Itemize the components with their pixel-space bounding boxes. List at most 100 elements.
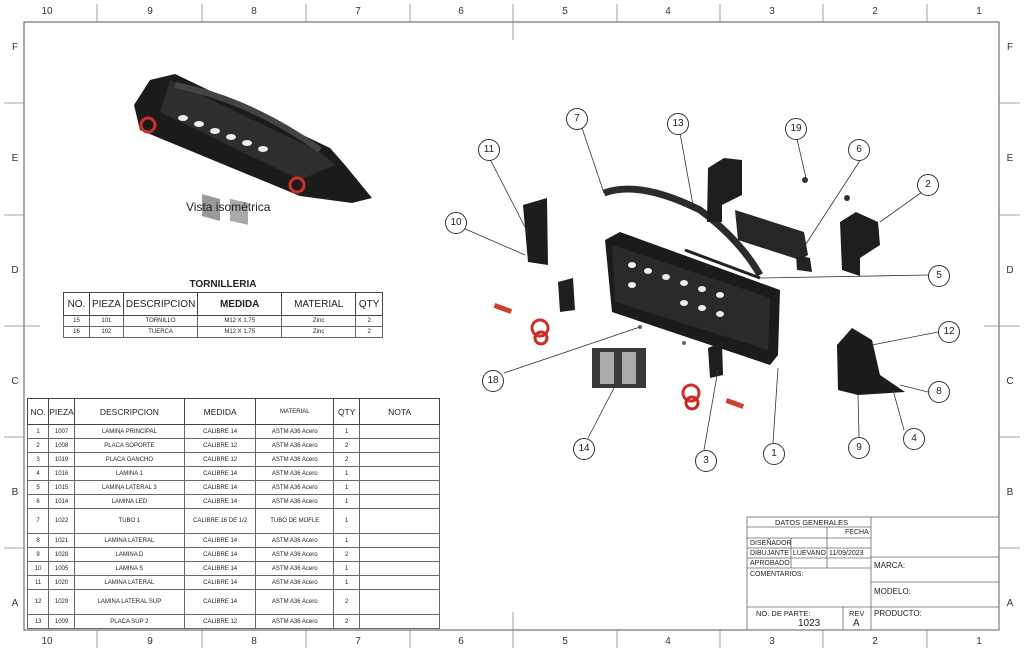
bom-cell: 1 bbox=[333, 561, 361, 576]
callout-balloon-7: 7 bbox=[566, 108, 588, 130]
bom-cell bbox=[359, 508, 440, 534]
zone-col-label: 1 bbox=[976, 6, 982, 17]
bom-cell: TUBO DE MOFLE bbox=[255, 508, 335, 534]
screws-header-pieza: PIEZA bbox=[88, 292, 124, 316]
zone-row-label: E bbox=[1006, 153, 1014, 164]
bom-cell: 10 bbox=[26, 561, 50, 576]
zone-row-label: A bbox=[1006, 598, 1014, 609]
screws-cell: Zinc bbox=[281, 326, 357, 338]
bom-cell: PLACA GANCHO bbox=[73, 452, 185, 467]
bom-cell: 8 bbox=[26, 533, 50, 548]
callout-balloon-11: 11 bbox=[478, 139, 500, 161]
bom-cell: CALIBRE 14 bbox=[183, 494, 257, 509]
screws-cell: 2 bbox=[355, 326, 383, 338]
bom-cell: CALIBRE 12 bbox=[183, 438, 257, 453]
zone-row-label: F bbox=[11, 42, 19, 53]
zone-col-label: 9 bbox=[147, 636, 153, 647]
zone-row-label: C bbox=[11, 376, 19, 387]
bom-cell: 1019 bbox=[48, 452, 75, 467]
screws-cell: 101 bbox=[88, 315, 124, 327]
screws-cell: TORNILLO bbox=[122, 315, 199, 327]
bom-cell: CALIBRE 14 bbox=[183, 561, 257, 576]
bom-cell: LAMINA S bbox=[73, 561, 185, 576]
bom-cell bbox=[359, 438, 440, 453]
screws-header-medida: MEDIDA bbox=[197, 292, 283, 316]
callout-balloon-5: 5 bbox=[928, 265, 950, 287]
bom-cell: 11 bbox=[26, 575, 50, 590]
bom-cell: PLACA SOPORTE bbox=[73, 438, 185, 453]
bom-header-medida: MEDIDA bbox=[183, 398, 257, 425]
bom-cell: 1008 bbox=[48, 438, 75, 453]
dibujante-label: DIBUJANTE bbox=[750, 550, 789, 557]
producto-label: PRODUCTO: bbox=[874, 609, 922, 618]
bom-cell: 1029 bbox=[48, 589, 75, 615]
zone-row-label: A bbox=[11, 598, 19, 609]
zone-col-label: 2 bbox=[872, 636, 878, 647]
bom-cell: 1016 bbox=[48, 466, 75, 481]
callout-balloon-4: 4 bbox=[903, 428, 925, 450]
callout-balloon-6: 6 bbox=[848, 139, 870, 161]
bom-cell: TUBO 1 bbox=[73, 508, 185, 534]
zone-col-label: 7 bbox=[355, 6, 361, 17]
bom-cell: 1022 bbox=[48, 508, 75, 534]
isometric-bumper-view bbox=[134, 74, 372, 225]
bom-cell bbox=[359, 480, 440, 495]
bom-cell: 13 bbox=[26, 614, 50, 629]
bom-cell: ASTM A36 Acero bbox=[255, 480, 335, 495]
callout-balloon-2: 2 bbox=[917, 174, 939, 196]
callout-balloon-12: 12 bbox=[938, 321, 960, 343]
bom-cell: 2 bbox=[333, 438, 361, 453]
comentarios-label: COMENTARIOS: bbox=[750, 571, 804, 578]
bom-cell bbox=[359, 589, 440, 615]
bom-cell: ASTM A36 Acero bbox=[255, 494, 335, 509]
callout-balloon-9: 9 bbox=[848, 437, 870, 459]
bom-cell: 1007 bbox=[48, 424, 75, 439]
bom-cell: LAMINA LATERAL SUP bbox=[73, 589, 185, 615]
bom-cell bbox=[359, 533, 440, 548]
zone-row-label: D bbox=[1006, 265, 1014, 276]
callout-balloon-13: 13 bbox=[667, 113, 689, 135]
modelo-label: MODELO: bbox=[874, 587, 911, 596]
bom-cell: ASTM A36 Acero bbox=[255, 533, 335, 548]
bom-cell: 2 bbox=[333, 614, 361, 629]
callout-balloon-19: 19 bbox=[785, 118, 807, 140]
rev-value: A bbox=[853, 618, 860, 629]
screws-header-qty: QTY bbox=[355, 292, 383, 316]
screws-cell: 2 bbox=[355, 315, 383, 327]
bom-cell bbox=[359, 575, 440, 590]
screws-cell: M12 X 1.75 bbox=[197, 326, 283, 338]
bom-cell: LAMINA LATERAL 3 bbox=[73, 480, 185, 495]
bom-cell bbox=[359, 614, 440, 629]
callout-balloon-8: 8 bbox=[928, 381, 950, 403]
bom-cell: 1 bbox=[333, 508, 361, 534]
no-parte-label: NO. DE PARTE: bbox=[756, 609, 811, 618]
callout-balloon-3: 3 bbox=[695, 450, 717, 472]
bom-cell: LAMINA LATERAL bbox=[73, 575, 185, 590]
bom-cell: ASTM A36 Acero bbox=[255, 614, 335, 629]
datos-generales-label: DATOS GENERALES bbox=[775, 518, 849, 527]
bom-cell: PLACA SUP 2 bbox=[73, 614, 185, 629]
screws-cell: Zinc bbox=[281, 315, 357, 327]
zone-col-label: 8 bbox=[251, 636, 257, 647]
bom-cell: 1 bbox=[333, 424, 361, 439]
bom-cell: 1028 bbox=[48, 547, 75, 562]
screws-cell: 102 bbox=[88, 326, 124, 338]
bom-cell: CALIBRE 16 DE 1/2 bbox=[183, 508, 257, 534]
bom-cell: ASTM A36 Acero bbox=[255, 424, 335, 439]
dibujante-date: 11/09/2023 bbox=[829, 550, 864, 557]
bom-cell: LAMINA LED bbox=[73, 494, 185, 509]
bom-cell: 1 bbox=[333, 466, 361, 481]
screws-header-descripcion: DESCRIPCION bbox=[122, 292, 199, 316]
zone-col-label: 9 bbox=[147, 6, 153, 17]
bom-cell: ASTM A36 Acero bbox=[255, 547, 335, 562]
